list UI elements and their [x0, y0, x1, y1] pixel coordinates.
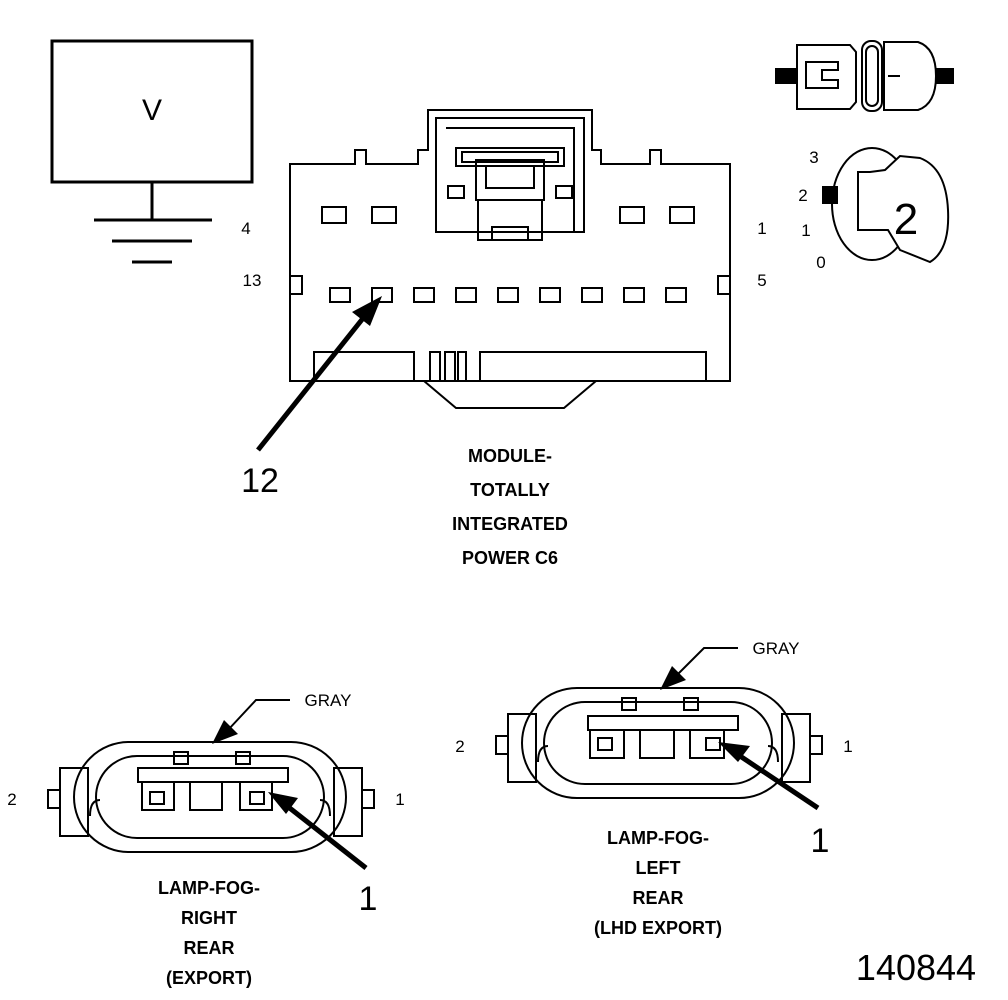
- right-fog-title-line-1: LAMP-FOG-: [158, 878, 260, 898]
- c6-title-line-4: POWER C6: [462, 548, 558, 568]
- voltmeter-icon: V: [50, 39, 254, 264]
- c6-title-line-2: TOTALLY: [470, 480, 550, 500]
- right-fog-connector: GRAY 2 1 1 LAMP-FOG- RIGHT REAR: [7, 691, 404, 988]
- ignition-position-0: 0: [816, 253, 825, 272]
- left-fog-title-line-4: (LHD EXPORT): [594, 918, 722, 938]
- ignition-key-position: 2: [894, 195, 918, 244]
- c6-pin-label-5: 5: [757, 271, 766, 290]
- left-fog-pin-label-2: 2: [455, 737, 464, 756]
- left-fog-color-label: GRAY: [753, 639, 800, 658]
- right-fog-title-line-2: RIGHT: [181, 908, 237, 928]
- c6-pin-label-13: 13: [243, 271, 262, 290]
- ignition-position-1: 1: [801, 221, 810, 240]
- right-fog-pin-label-1: 1: [395, 790, 404, 809]
- c6-pin-label-4: 4: [241, 219, 250, 238]
- c6-title-line-1: MODULE-: [468, 446, 552, 466]
- callout-12: 12: [241, 462, 279, 500]
- left-fog-title-line-2: LEFT: [636, 858, 681, 878]
- right-fog-title-line-4: (EXPORT): [166, 968, 252, 988]
- ignition-switch-icon: 3 2 1 0 2: [798, 147, 950, 272]
- ignition-position-2: 2: [798, 186, 807, 205]
- left-fog-callout: 1: [811, 822, 830, 860]
- right-fog-callout: 1: [359, 880, 378, 918]
- callout-arrow-12: [256, 296, 382, 452]
- c6-pin-label-1: 1: [757, 219, 766, 238]
- left-fog-pin-label-1: 1: [843, 737, 852, 756]
- main-connector: 4 1 13 5 12 MODULE- TOTALLY INTEGRATED P…: [241, 109, 767, 568]
- right-fog-color-label: GRAY: [305, 691, 352, 710]
- ignition-position-3: 3: [809, 148, 818, 167]
- left-fog-connector: GRAY 2 1 1 LAMP-FOG- LEFT REAR: [455, 639, 852, 938]
- callout-arrow-left-fog: [718, 742, 820, 811]
- left-fog-title-line-1: LAMP-FOG-: [607, 828, 709, 848]
- connector-pair-icon: [775, 40, 954, 112]
- callout-arrow-right-fog: [268, 792, 368, 870]
- figure-number: 140844: [856, 947, 976, 988]
- left-fog-title-line-3: REAR: [632, 888, 683, 908]
- right-fog-title-line-3: REAR: [183, 938, 234, 958]
- c6-title-line-3: INTEGRATED: [452, 514, 568, 534]
- right-fog-pin-label-2: 2: [7, 790, 16, 809]
- meter-symbol: V: [142, 94, 162, 127]
